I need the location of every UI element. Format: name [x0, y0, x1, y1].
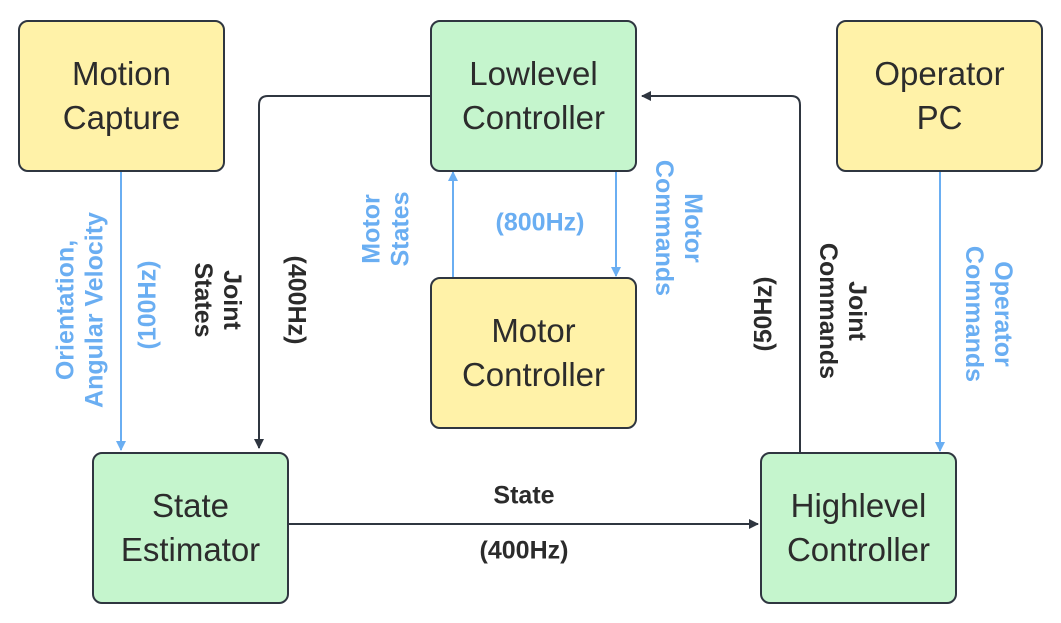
label-line: Motor — [357, 194, 386, 264]
node-label: State — [151, 487, 230, 525]
label-line: States — [189, 262, 217, 338]
node-operator-pc: Operator PC — [836, 20, 1043, 172]
node-motor-controller: Motor Controller — [430, 277, 637, 429]
node-label: Motor — [491, 312, 576, 350]
node-label: Motion — [71, 55, 172, 93]
node-label: Controller — [461, 356, 606, 393]
label-line: Joint — [217, 270, 246, 330]
label-operator-commands: Operator Commands — [959, 246, 1017, 382]
node-label: Controller — [461, 99, 606, 136]
label-line: (400Hz) — [282, 255, 311, 345]
label-motor-commands: Motor Commands — [649, 160, 707, 296]
node-lowlevel-controller: Lowlevel Controller — [430, 20, 637, 172]
label-line: Commands — [814, 242, 842, 380]
label-line: Angular Velocity — [80, 212, 108, 408]
label-line: State — [493, 481, 555, 510]
label-line: (800Hz) — [495, 208, 585, 237]
label-line: Commands — [650, 159, 678, 297]
label-line: States — [386, 191, 414, 267]
label-line: Orientation, — [51, 239, 80, 381]
node-label: Lowlevel — [469, 55, 598, 93]
label-orientation-angular-velocity: Orientation, Angular Velocity — [51, 212, 109, 408]
node-label: Capture — [62, 99, 181, 136]
label-line: (50Hz) — [749, 276, 778, 352]
node-label: Estimator — [120, 531, 261, 568]
node-label: Highlevel — [790, 487, 927, 525]
label-motor-states: Motor States — [357, 191, 415, 266]
edge-highlevel-to-lowlevel — [641, 91, 801, 453]
node-label: PC — [916, 99, 963, 136]
edge-lowlevel-to-estimator — [254, 95, 432, 449]
node-highlevel-controller: Highlevel Controller — [760, 452, 957, 604]
label-100hz: (100Hz) — [134, 261, 163, 350]
label-line: Commands — [960, 245, 988, 383]
label-line: Motor — [678, 193, 707, 263]
label-50hz: (50Hz) — [750, 276, 779, 351]
label-line: Joint — [842, 281, 871, 341]
label-state: State — [493, 482, 554, 511]
node-motion-capture: Motion Capture — [18, 20, 225, 172]
label-joint-commands: Joint Commands — [813, 243, 871, 379]
label-line: (100Hz) — [133, 260, 162, 350]
label-line: (400Hz) — [479, 536, 569, 565]
label-line: Operator — [988, 261, 1017, 367]
node-label: Operator — [874, 55, 1005, 93]
label-800hz: (800Hz) — [496, 209, 585, 238]
label-state-rate: (400Hz) — [480, 537, 569, 566]
label-joint-states-rate: (400Hz) — [282, 255, 311, 345]
node-label: Controller — [786, 531, 931, 568]
node-state-estimator: State Estimator — [92, 452, 289, 604]
label-joint-states: Joint States — [188, 262, 246, 337]
